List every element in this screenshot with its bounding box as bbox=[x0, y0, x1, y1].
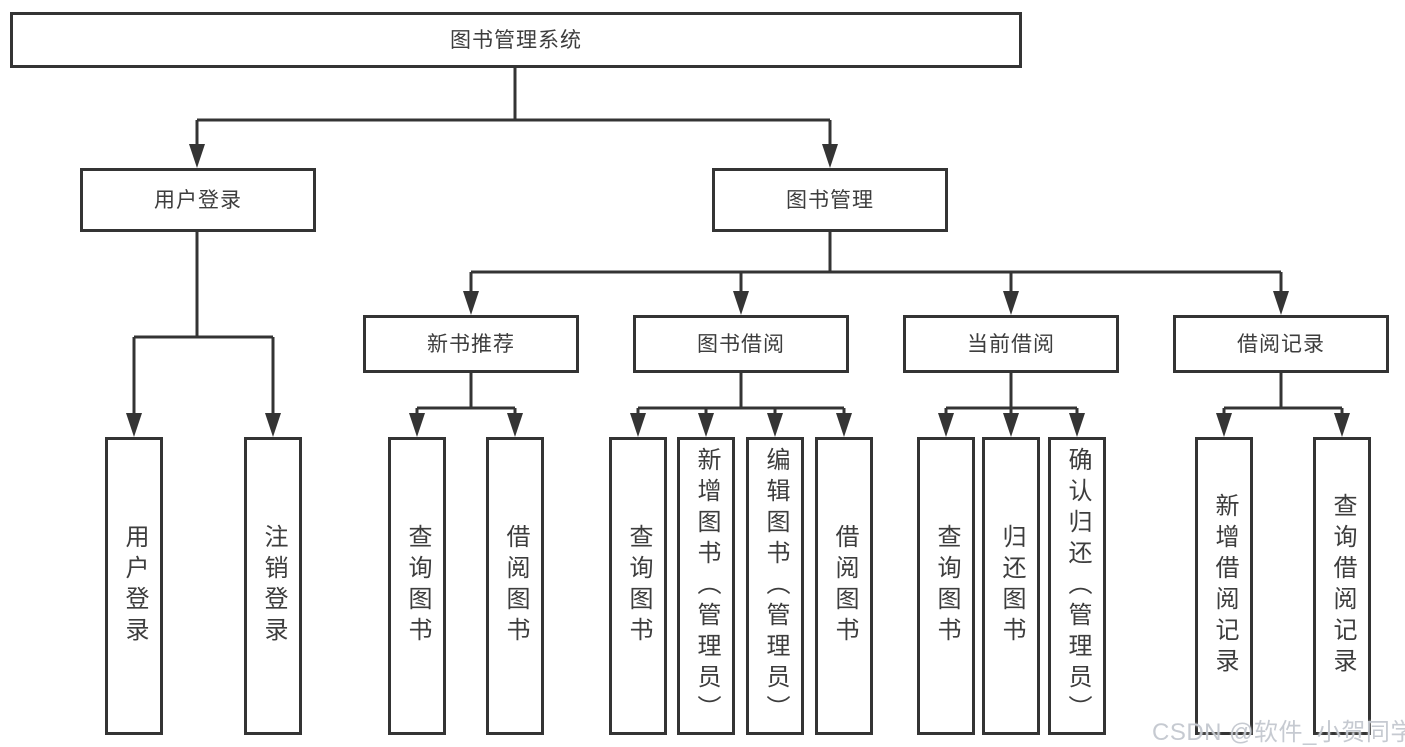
node-root-system: 图书管理系统 bbox=[10, 12, 1022, 68]
leaf-borrow-books-recommend-label: 借阅图书 bbox=[502, 524, 529, 648]
leaf-edit-book-admin-label: 编辑图书（管理员） bbox=[762, 446, 789, 726]
arrow-down-icon bbox=[822, 144, 838, 168]
leaf-query-books-recommend-label: 查询图书 bbox=[404, 524, 431, 648]
leaf-edit-book-admin: 编辑图书（管理员） bbox=[746, 437, 804, 735]
leaf-user-login-label: 用户登录 bbox=[121, 524, 148, 648]
node-current-borrowing-label: 当前借阅 bbox=[967, 332, 1055, 356]
arrow-down-icon bbox=[698, 413, 714, 437]
arrow-down-icon bbox=[938, 413, 954, 437]
node-book-borrowing-label: 图书借阅 bbox=[697, 332, 785, 356]
leaf-query-borrow-record: 查询借阅记录 bbox=[1313, 437, 1371, 735]
leaf-confirm-return-admin: 确认归还（管理员） bbox=[1048, 437, 1106, 735]
leaf-query-books-borrowing: 查询图书 bbox=[609, 437, 667, 735]
arrow-down-icon bbox=[1069, 413, 1085, 437]
node-book-management-group: 图书管理 bbox=[712, 168, 948, 232]
node-new-book-recommend-label: 新书推荐 bbox=[427, 332, 515, 356]
leaf-query-books-current: 查询图书 bbox=[917, 437, 975, 735]
leaf-borrow-books-recommend: 借阅图书 bbox=[486, 437, 544, 735]
arrowheads bbox=[126, 144, 1350, 437]
arrow-down-icon bbox=[1003, 413, 1019, 437]
arrow-down-icon bbox=[733, 291, 749, 315]
csdn-watermark: CSDN @软件_小贺同学 bbox=[1152, 719, 1405, 746]
leaf-logout-label: 注销登录 bbox=[260, 524, 287, 648]
arrow-down-icon bbox=[189, 144, 205, 168]
arrow-down-icon bbox=[630, 413, 646, 437]
arrow-down-icon bbox=[463, 291, 479, 315]
leaf-add-borrow-record: 新增借阅记录 bbox=[1195, 437, 1253, 735]
arrow-down-icon bbox=[1003, 291, 1019, 315]
leaf-logout: 注销登录 bbox=[244, 437, 302, 735]
node-user-login-group: 用户登录 bbox=[80, 168, 316, 232]
leaf-query-books-recommend: 查询图书 bbox=[388, 437, 446, 735]
leaf-add-book-admin: 新增图书（管理员） bbox=[677, 437, 735, 735]
leaf-borrow-books-borrowing: 借阅图书 bbox=[815, 437, 873, 735]
leaf-borrow-books-borrowing-label: 借阅图书 bbox=[831, 524, 858, 648]
leaf-query-books-current-label: 查询图书 bbox=[933, 524, 960, 648]
connector-lines bbox=[132, 68, 1344, 419]
node-book-management-group-label: 图书管理 bbox=[786, 188, 874, 212]
leaf-query-books-borrowing-label: 查询图书 bbox=[625, 524, 652, 648]
leaf-return-book-label: 归还图书 bbox=[998, 524, 1025, 648]
node-book-borrowing: 图书借阅 bbox=[633, 315, 849, 373]
arrow-down-icon bbox=[1216, 413, 1232, 437]
node-current-borrowing: 当前借阅 bbox=[903, 315, 1119, 373]
leaf-query-borrow-record-label: 查询借阅记录 bbox=[1329, 493, 1356, 679]
leaf-add-book-admin-label: 新增图书（管理员） bbox=[693, 446, 720, 726]
arrow-down-icon bbox=[1334, 413, 1350, 437]
arrow-down-icon bbox=[507, 413, 523, 437]
leaf-add-borrow-record-label: 新增借阅记录 bbox=[1211, 493, 1238, 679]
arrow-down-icon bbox=[767, 413, 783, 437]
leaf-confirm-return-admin-label: 确认归还（管理员） bbox=[1064, 446, 1091, 726]
node-borrowing-records: 借阅记录 bbox=[1173, 315, 1389, 373]
node-new-book-recommend: 新书推荐 bbox=[363, 315, 579, 373]
arrow-down-icon bbox=[1273, 291, 1289, 315]
node-user-login-group-label: 用户登录 bbox=[154, 188, 242, 212]
arrow-down-icon bbox=[836, 413, 852, 437]
node-borrowing-records-label: 借阅记录 bbox=[1237, 332, 1325, 356]
node-root-label: 图书管理系统 bbox=[450, 28, 582, 52]
arrow-down-icon bbox=[126, 413, 142, 437]
leaf-return-book: 归还图书 bbox=[982, 437, 1040, 735]
leaf-user-login: 用户登录 bbox=[105, 437, 163, 735]
arrow-down-icon bbox=[265, 413, 281, 437]
arrow-down-icon bbox=[409, 413, 425, 437]
